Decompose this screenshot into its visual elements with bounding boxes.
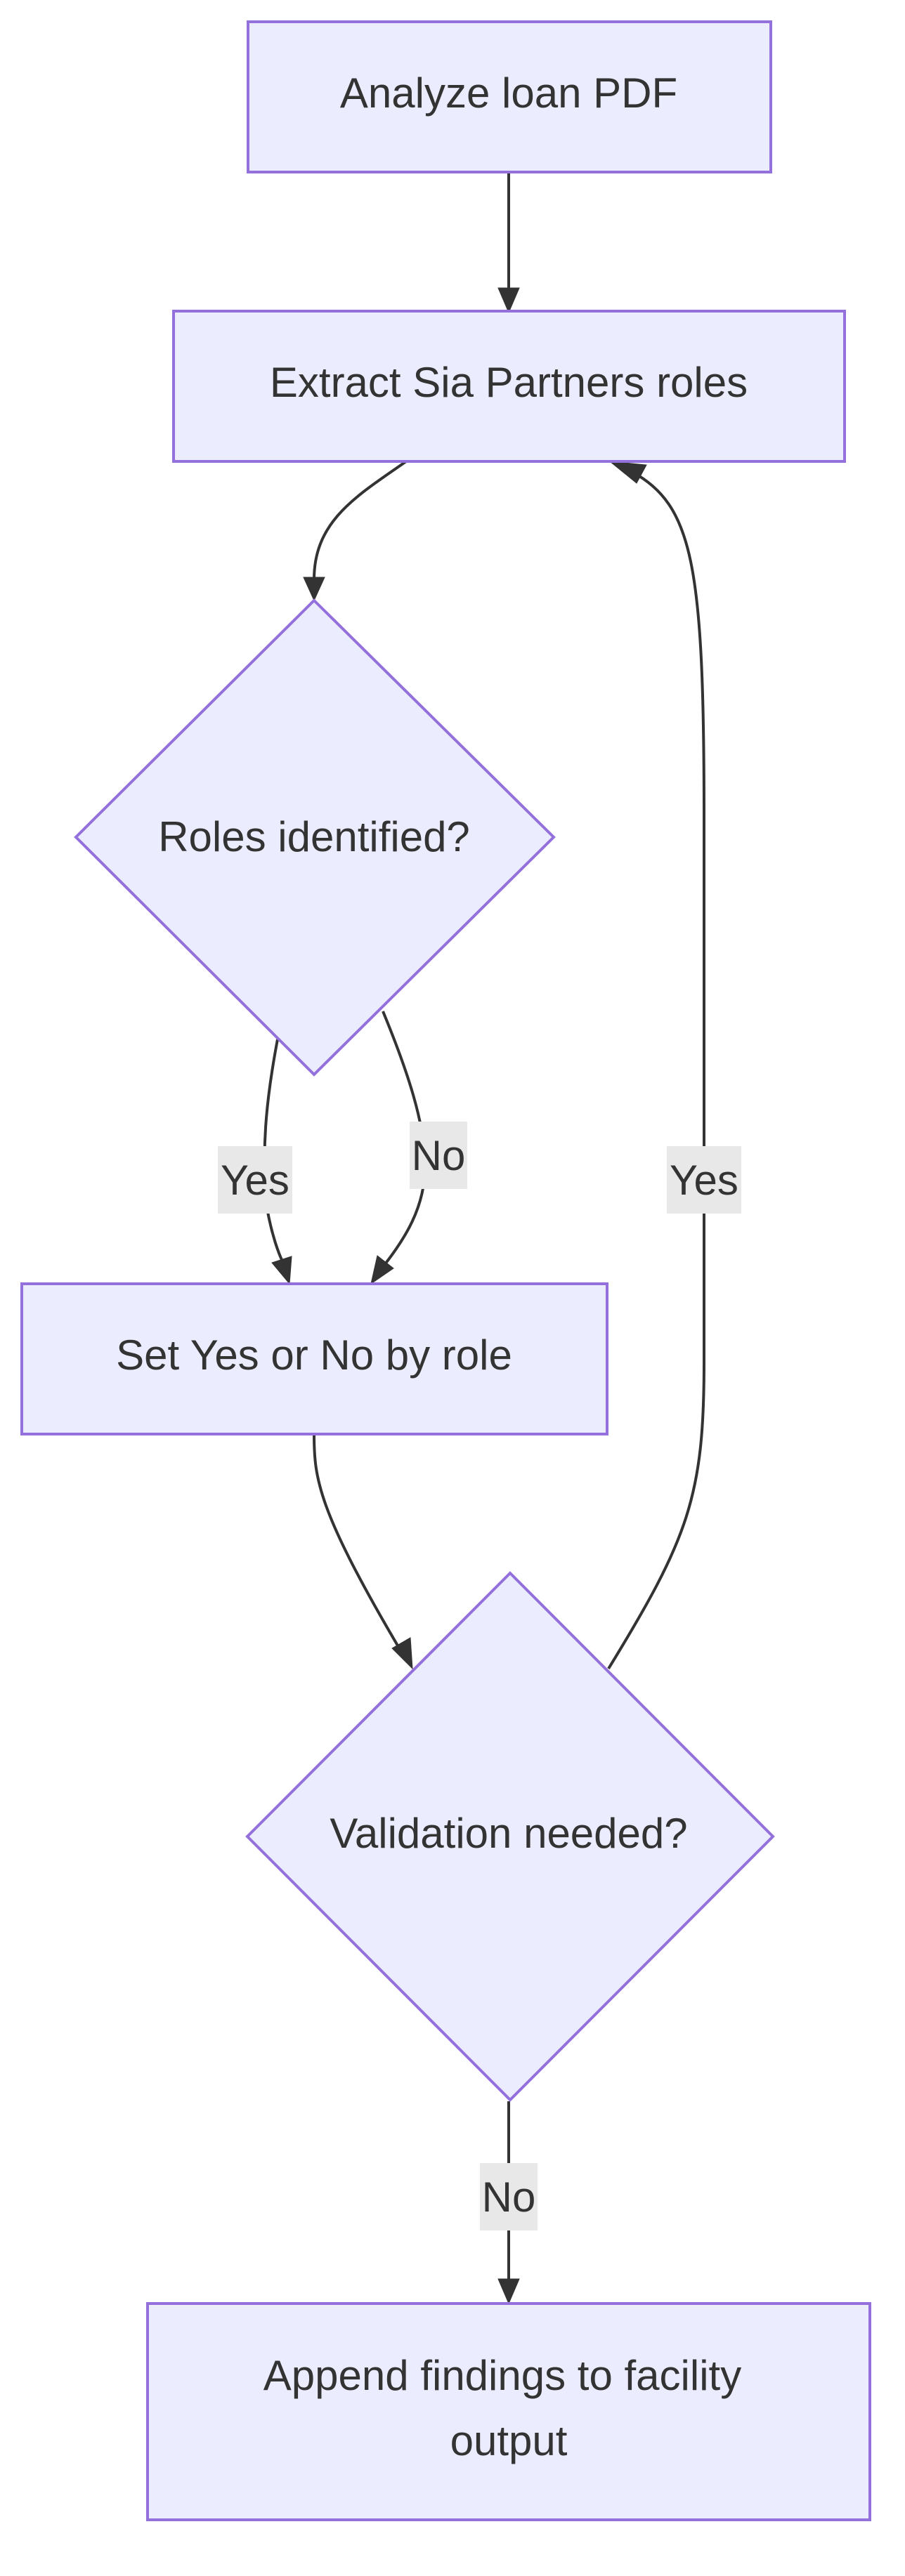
node-label: Roles identified? — [158, 813, 470, 860]
node-label: Append findings to facility — [263, 2352, 741, 2399]
edge-label-text: Yes — [221, 1157, 289, 1204]
arrowhead — [497, 2278, 520, 2305]
node-label: Set Yes or No by role — [116, 1332, 512, 1379]
node-extract-roles: Extract Sia Partners roles — [172, 310, 846, 463]
edge-labels: Yes No Yes No — [218, 1122, 741, 2230]
edge-label-text: Yes — [670, 1157, 738, 1204]
nodes: Analyze loan PDF Extract Sia Partners ro… — [20, 20, 871, 2521]
edge-label-text: No — [482, 2174, 536, 2221]
edge-label-validation-no: No — [480, 2163, 538, 2230]
node-label: Validation needed? — [330, 1810, 687, 1857]
arrowhead — [608, 461, 647, 484]
edge-analyze-to-extract — [497, 172, 520, 314]
edge-label-roles-no: No — [410, 1122, 467, 1189]
node-set-yes-or-no: Set Yes or No by role — [20, 1282, 608, 1435]
edge-validation-to-extract-yes — [607, 461, 705, 1670]
node-analyze-loan-pdf: Analyze loan PDF — [247, 20, 772, 173]
arrowhead — [303, 577, 325, 602]
node-append-findings: Append findings to facility output — [146, 2302, 871, 2521]
edge-set-to-validation — [313, 1433, 413, 1670]
arrowhead — [271, 1256, 292, 1285]
edge-label-text: No — [412, 1132, 466, 1179]
arrowhead — [391, 1637, 413, 1670]
node-label: output — [450, 2417, 568, 2464]
edge-label-validation-yes: Yes — [667, 1146, 741, 1214]
edge-label-roles-yes: Yes — [218, 1146, 292, 1214]
arrowhead — [370, 1255, 394, 1285]
edge-extract-to-roles — [303, 460, 408, 602]
node-label: Analyze loan PDF — [340, 70, 677, 117]
node-label: Extract Sia Partners roles — [270, 359, 748, 406]
node-validation-needed-decision: Validation needed? — [245, 1571, 775, 2102]
arrowhead — [497, 287, 520, 314]
edges — [263, 172, 705, 2305]
node-roles-identified-decision: Roles identified? — [74, 598, 556, 1077]
